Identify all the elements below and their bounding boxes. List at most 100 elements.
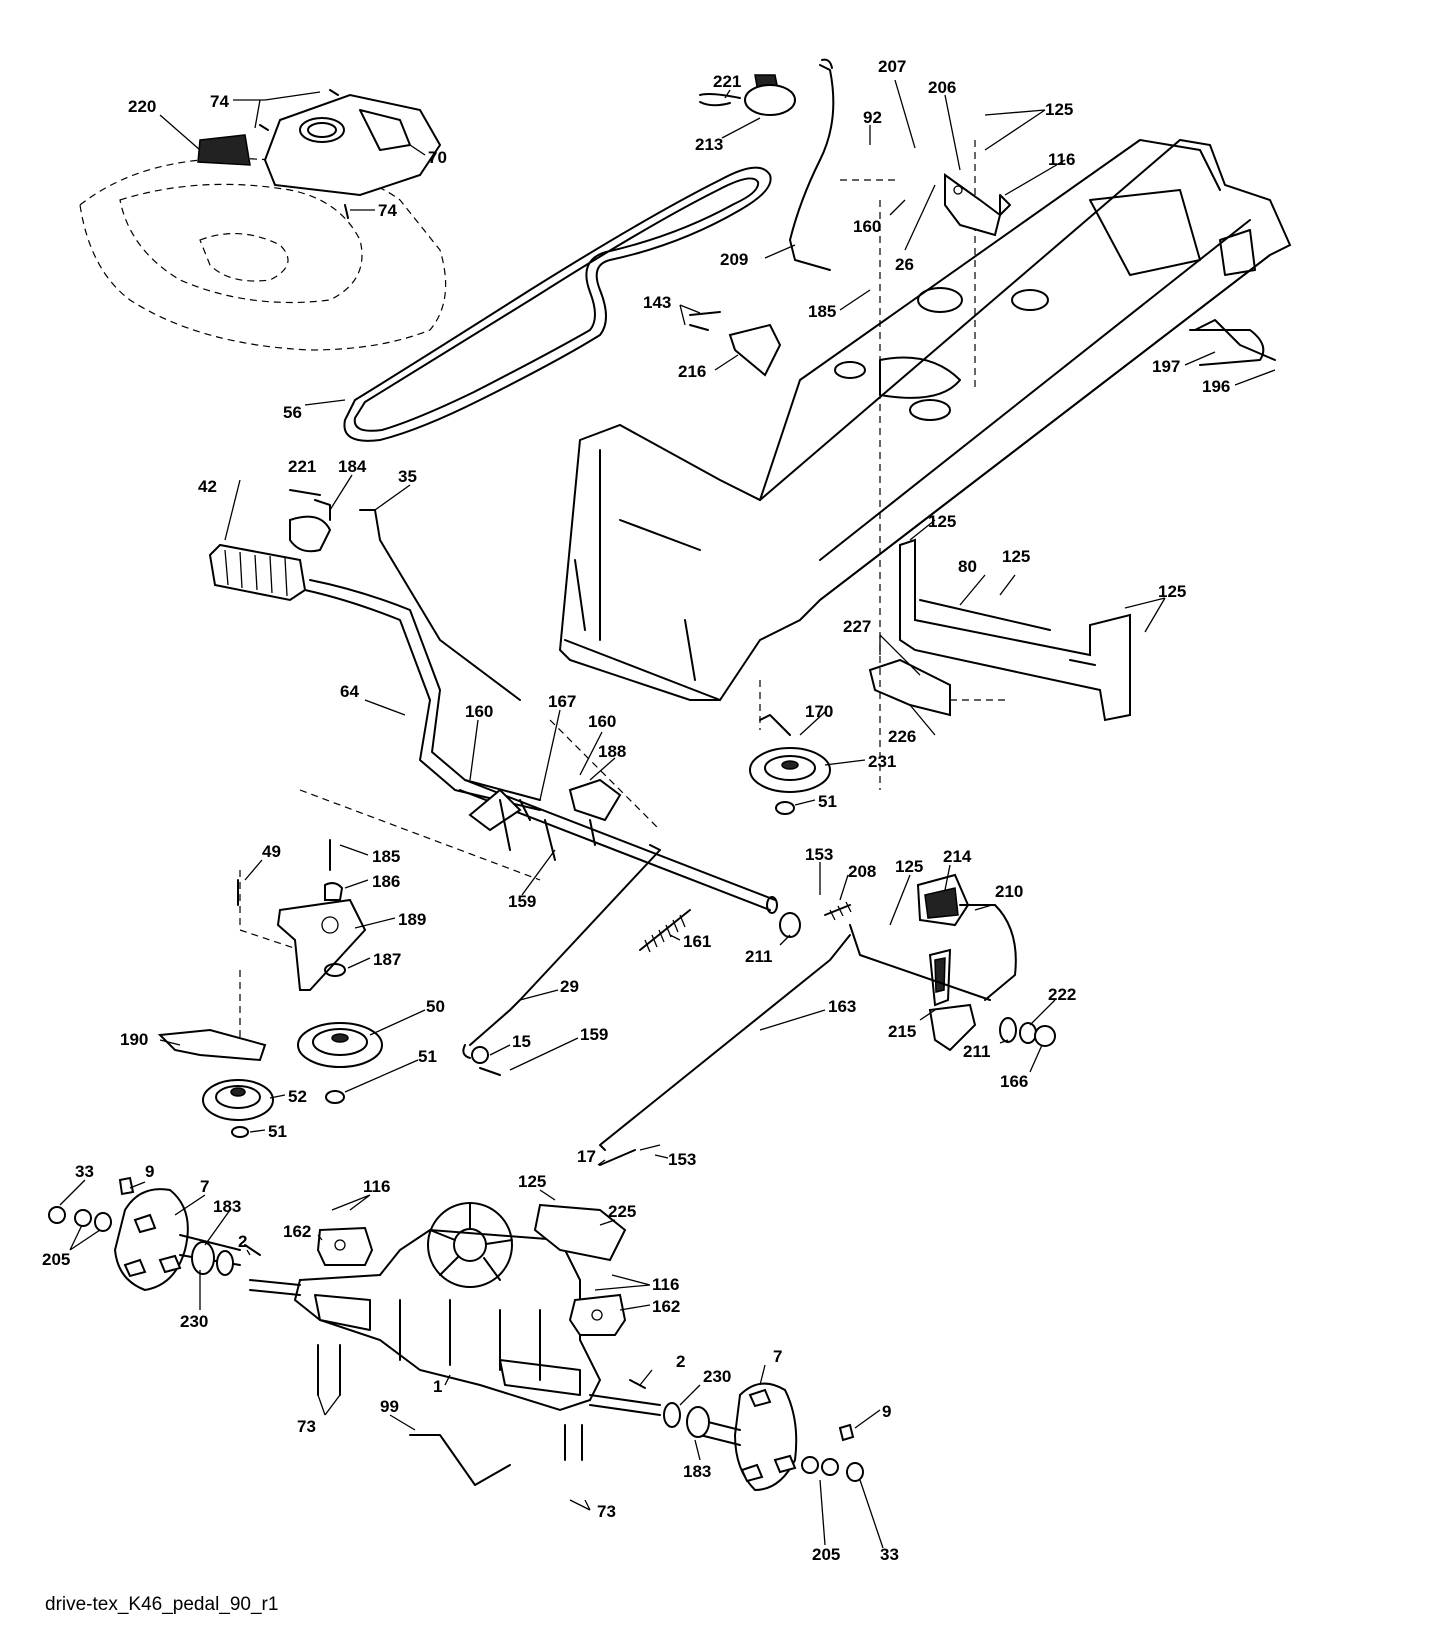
callout-label: 92 [863, 108, 882, 127]
callout-label: 160 [588, 712, 616, 731]
callout-label: 211 [745, 947, 772, 966]
callout-label: 26 [895, 255, 914, 274]
callout-label: 74 [210, 92, 229, 111]
spring-17 [599, 1144, 661, 1166]
callout-label: 206 [928, 78, 956, 97]
callout-label: 56 [283, 403, 302, 422]
callout-label: 35 [398, 467, 417, 486]
callout-label: 160 [853, 217, 881, 236]
callout-label: 17 [577, 1147, 596, 1166]
callout-label: 215 [888, 1022, 916, 1041]
callout-label: 211 [963, 1042, 990, 1061]
bracket-lever [468, 788, 531, 851]
callout-label: 187 [373, 950, 401, 969]
callout-label: 163 [828, 997, 856, 1016]
guide-lines [239, 140, 1010, 1050]
callout-label: 231 [868, 752, 896, 771]
knob-42 [208, 543, 307, 602]
callout-label: 189 [398, 910, 426, 929]
callout-label: 116 [363, 1177, 390, 1196]
callout-label: 159 [580, 1025, 608, 1044]
pulley-50 [297, 1022, 383, 1068]
callout-label: 162 [652, 1297, 680, 1316]
callout-label: 220 [128, 97, 156, 116]
rod-29 [462, 844, 661, 1059]
bracket-226 [868, 658, 951, 717]
callout-label: 205 [812, 1545, 840, 1564]
callout-label: 196 [1202, 377, 1230, 396]
callout-label: 208 [848, 862, 876, 881]
lever-64 [304, 579, 541, 811]
callout-label: 167 [548, 692, 576, 711]
callout-label: 185 [808, 302, 836, 321]
callout-label: 125 [518, 1172, 546, 1191]
bolts-73-right [564, 1424, 583, 1461]
callout-label: 80 [958, 557, 977, 576]
callout-label: 49 [262, 842, 281, 861]
callout-label: 73 [297, 1417, 316, 1436]
callout-label: 51 [268, 1122, 287, 1141]
rod-197 [1194, 319, 1276, 361]
hub-7-left [113, 1188, 241, 1292]
callout-label: 9 [145, 1162, 154, 1181]
callout-label: 162 [283, 1222, 311, 1241]
diagram-caption: drive-tex_K46_pedal_90_r1 [45, 1594, 279, 1615]
pedal-214 [916, 873, 1017, 1001]
callout-label: 2 [676, 1352, 685, 1371]
callout-label: 210 [995, 882, 1023, 901]
callout-label: 170 [805, 702, 833, 721]
callout-label: 15 [512, 1032, 531, 1051]
nut-51-c [231, 1126, 249, 1138]
callout-label: 9 [882, 1402, 891, 1421]
callout-label: 74 [378, 201, 397, 220]
callout-label: 125 [1002, 547, 1030, 566]
callout-label: 51 [418, 1047, 437, 1066]
bracket-190 [157, 1028, 267, 1062]
callout-label: 70 [428, 148, 447, 167]
block-162-left [316, 1226, 374, 1266]
bracket-189 [237, 839, 367, 991]
callout-label: 161 [683, 932, 711, 951]
callout-label: 159 [508, 892, 536, 911]
callout-label: 209 [720, 250, 748, 269]
callout-label: 207 [878, 57, 906, 76]
plate-206 [944, 173, 1011, 237]
rod-163 [599, 934, 851, 1151]
bracket-216 [689, 311, 782, 377]
pulley-52 [202, 1079, 274, 1121]
callout-label: 73 [597, 1502, 616, 1521]
washers-right [629, 1379, 864, 1482]
callout-label: 99 [380, 1397, 399, 1416]
hub-7-right [699, 1382, 798, 1492]
main-frame [558, 138, 1292, 701]
callout-label: 205 [42, 1250, 70, 1269]
rod-35 [359, 509, 521, 701]
clip-221-upper [699, 93, 741, 107]
callout-label: 183 [683, 1462, 711, 1481]
callout-label: 1 [433, 1377, 442, 1396]
callout-label: 225 [608, 1202, 636, 1221]
callout-label: 221 [713, 72, 741, 91]
callout-label: 7 [773, 1347, 782, 1366]
nut-51-a [775, 801, 795, 815]
callout-label: 153 [805, 845, 833, 864]
callout-label: 213 [695, 135, 723, 154]
callout-label: 116 [1048, 150, 1075, 169]
washer-15 [471, 1046, 501, 1076]
callout-label: 33 [75, 1162, 94, 1181]
rear-bracket [899, 538, 1131, 722]
rod-99 [409, 1434, 511, 1486]
callout-label: 125 [1158, 582, 1186, 601]
callout-label: 125 [1045, 100, 1073, 119]
bracket-225 [533, 1203, 627, 1262]
callout-label: 51 [818, 792, 837, 811]
callout-label: 185 [372, 847, 400, 866]
callout-label: 42 [198, 477, 217, 496]
drive-belt [343, 166, 772, 442]
pulley-231 [749, 714, 831, 793]
lift-lever-209 [789, 58, 835, 271]
callout-label: 116 [652, 1275, 679, 1294]
hood-outline [79, 157, 447, 351]
spring-161 [639, 909, 691, 953]
